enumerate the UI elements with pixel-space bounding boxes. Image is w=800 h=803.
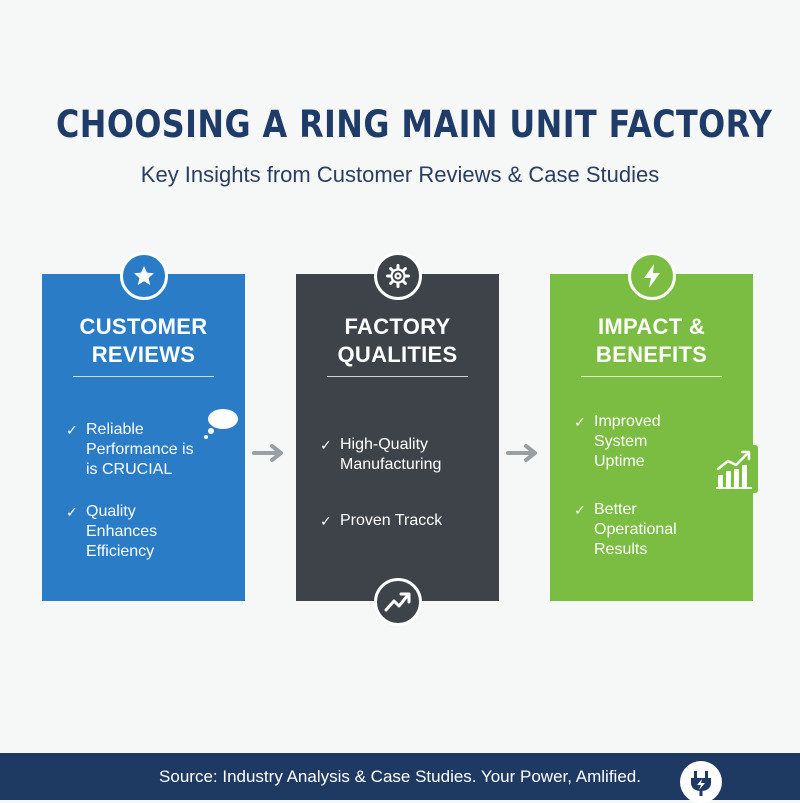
list-item: ✓ High-Quality Manufacturing	[320, 436, 442, 473]
arrow-right-icon	[252, 444, 283, 462]
page-title: CHOOSING A RING MAIN UNIT FACTORY	[56, 103, 773, 146]
list-item: ✓ Reliable Performance is is CRUCIAL	[66, 421, 194, 478]
checkmark-icon: ✓	[320, 513, 332, 529]
gear-icon	[373, 252, 422, 300]
list-item: ✓ Quality Enhances Efficiency	[66, 503, 158, 560]
factory-qualities-card: FACTORY QUALITIES ✓ High-Quality Manufac…	[296, 252, 499, 626]
card-title: CUSTOMER REVIEWS	[79, 314, 208, 367]
footer-bar: Source: Industry Analysis & Case Studies…	[0, 753, 800, 803]
list-item: ✓ Proven Tracck	[320, 512, 443, 529]
checkmark-icon: ✓	[574, 414, 586, 430]
star-icon	[119, 252, 168, 300]
card-title: FACTORY QUALITIES	[337, 314, 458, 367]
arrow-right-icon	[506, 444, 537, 462]
checkmark-icon: ✓	[66, 422, 78, 438]
lightning-icon	[627, 252, 676, 300]
trend-up-icon	[373, 578, 422, 626]
power-plug-icon	[680, 761, 722, 803]
customer-reviews-card: CUSTOMER REVIEWS ✓ Reliable Performance …	[42, 252, 245, 601]
speech-bubble-icon	[204, 409, 238, 439]
checkmark-icon: ✓	[574, 502, 586, 518]
checkmark-icon: ✓	[66, 504, 78, 520]
impact-benefits-card: IMPACT & BENEFITS ✓ Improved System Upti…	[550, 252, 758, 601]
bar-chart-growth-icon	[712, 445, 758, 493]
list-item: ✓ Better Operational Results	[574, 501, 677, 558]
list-item: ✓ Improved System Uptime	[574, 413, 661, 470]
card-divider	[327, 376, 468, 377]
card-title: IMPACT & BENEFITS	[595, 314, 708, 367]
checkmark-icon: ✓	[320, 437, 332, 453]
card-divider	[581, 376, 722, 377]
card-divider	[73, 376, 214, 377]
footer-source-text: Source: Industry Analysis & Case Studies…	[159, 767, 641, 786]
page-subtitle: Key Insights from Customer Reviews & Cas…	[140, 162, 660, 187]
